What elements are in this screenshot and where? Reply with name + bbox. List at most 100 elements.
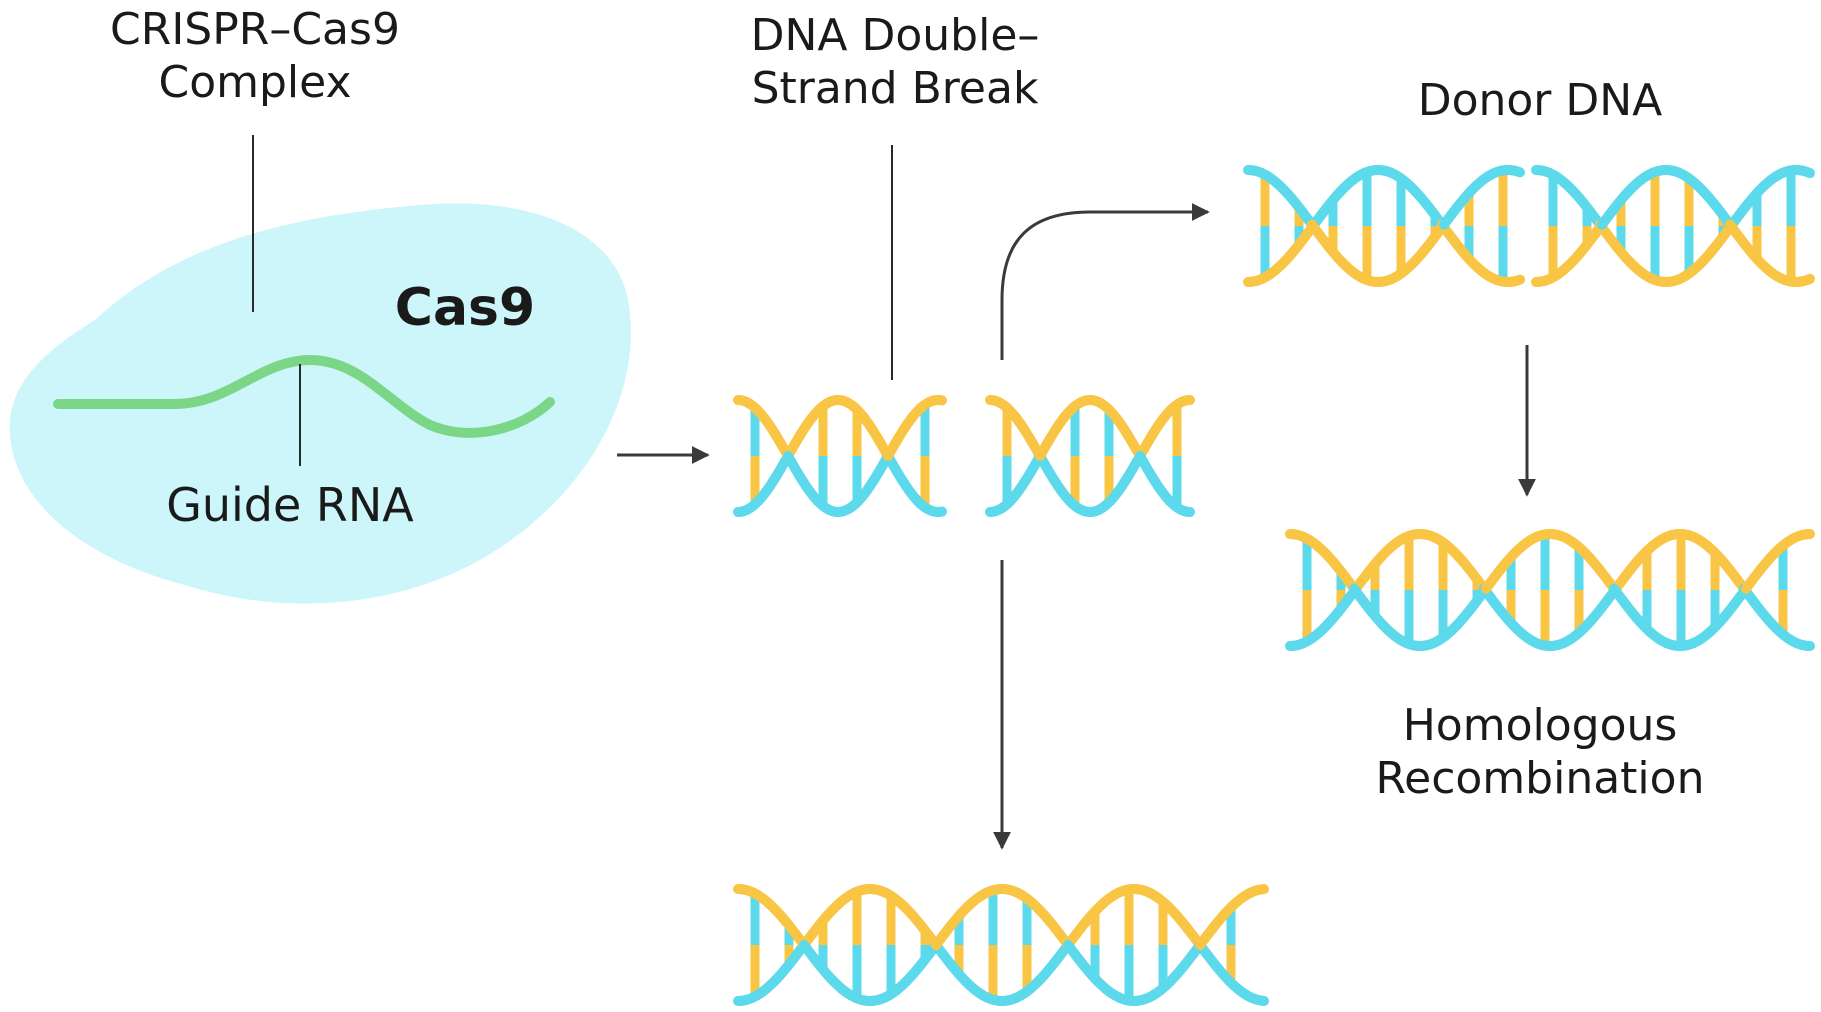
base-pair-rung bbox=[1302, 538, 1312, 590]
base-pair-rung bbox=[1650, 171, 1660, 226]
base-pair-rung bbox=[1582, 226, 1592, 245]
base-pair-rung bbox=[1506, 590, 1516, 623]
base-pair-rung bbox=[1574, 590, 1584, 633]
base-pair-rung bbox=[954, 945, 964, 975]
base-pair-rung bbox=[1022, 945, 1032, 992]
base-pair-rung bbox=[1336, 571, 1346, 590]
base-pair-rung bbox=[1540, 590, 1550, 646]
base-pair-rung bbox=[1362, 171, 1372, 226]
hr-label-line1: Homologous bbox=[1402, 700, 1678, 751]
base-pair-rung bbox=[1616, 199, 1626, 226]
base-pair-rung bbox=[1002, 456, 1012, 505]
base-pair-rung bbox=[1260, 174, 1270, 226]
base-pair-rung bbox=[1260, 226, 1270, 278]
base-pair-rung bbox=[1090, 911, 1100, 945]
base-pair-rung bbox=[818, 456, 828, 506]
base-pair-rung bbox=[1124, 945, 1134, 1001]
break-label-line2: Strand Break bbox=[751, 62, 1039, 114]
base-pair-rung bbox=[1464, 226, 1474, 259]
base-pair-rung bbox=[1404, 535, 1414, 590]
base-pair-rung bbox=[1498, 226, 1508, 282]
base-pair-rung bbox=[1676, 590, 1686, 646]
base-pair-rung bbox=[920, 404, 930, 456]
break-label-line1: DNA Double– bbox=[750, 10, 1040, 61]
base-pair-rung bbox=[1752, 226, 1762, 259]
base-pair-rung bbox=[1226, 945, 1236, 983]
base-pair-rung bbox=[1438, 542, 1448, 590]
dna-helix-broken-left bbox=[733, 395, 947, 517]
homologous-recombination-label: Homologous Recombination bbox=[1330, 700, 1750, 806]
base-pair-rung bbox=[1328, 226, 1338, 253]
base-pair-rung bbox=[1506, 557, 1516, 590]
base-pair-rung bbox=[818, 945, 828, 970]
base-pair-rung bbox=[852, 409, 862, 456]
base-pair-rung bbox=[750, 893, 760, 945]
cas9-label: Cas9 bbox=[394, 278, 536, 338]
base-pair-rung bbox=[1684, 226, 1694, 274]
base-pair-rung bbox=[1642, 590, 1652, 630]
base-pair-rung bbox=[1642, 550, 1652, 590]
base-pair-rung bbox=[1070, 456, 1080, 506]
base-pair-rung bbox=[1710, 590, 1720, 628]
base-pair-rung bbox=[1540, 534, 1550, 590]
base-pair-rung bbox=[1370, 563, 1380, 590]
dna-backbone-segment bbox=[1803, 167, 1815, 179]
base-pair-rung bbox=[1396, 178, 1406, 226]
base-pair-rung bbox=[1226, 907, 1236, 945]
base-pair-rung bbox=[886, 895, 896, 945]
base-pair-rung bbox=[1002, 407, 1012, 456]
base-pair-rung bbox=[852, 891, 862, 945]
base-pair-rung bbox=[750, 456, 760, 505]
complex-label-line1: CRISPR–Cas9 bbox=[110, 4, 400, 55]
base-pair-rung bbox=[1070, 406, 1080, 456]
base-pair-rung bbox=[1574, 547, 1584, 590]
base-pair-rung bbox=[1302, 590, 1312, 642]
base-pair-rung bbox=[954, 915, 964, 945]
complex-label-line2: Complex bbox=[158, 56, 352, 108]
base-pair-rung bbox=[988, 890, 998, 945]
base-pair-rung bbox=[920, 456, 930, 508]
base-pair-rung bbox=[1404, 590, 1414, 645]
base-pair-rung bbox=[1786, 226, 1796, 282]
base-pair-rung bbox=[1158, 901, 1168, 945]
base-pair-rung bbox=[750, 407, 760, 456]
base-pair-rung bbox=[784, 945, 794, 965]
base-pair-rung bbox=[852, 945, 862, 999]
base-pair-rung bbox=[1710, 552, 1720, 590]
base-pair-rung bbox=[1104, 409, 1114, 456]
base-pair-rung bbox=[1172, 404, 1182, 456]
base-pair-rung bbox=[1464, 193, 1474, 226]
base-pair-rung bbox=[1548, 226, 1558, 278]
base-pair-rung bbox=[1438, 590, 1448, 638]
base-pair-rung bbox=[1090, 945, 1100, 979]
double-strand-break-label: DNA Double– Strand Break bbox=[695, 10, 1095, 116]
base-pair-rung bbox=[1158, 945, 1168, 989]
base-pair-rung bbox=[1294, 226, 1304, 245]
base-pair-rung bbox=[1778, 545, 1788, 590]
base-pair-rung bbox=[1752, 193, 1762, 226]
arrow-to-donor bbox=[1000, 203, 1210, 360]
base-pair-rung bbox=[1786, 170, 1796, 226]
base-pair-rung bbox=[750, 945, 760, 997]
base-pair-rung bbox=[988, 945, 998, 1000]
base-pair-rung bbox=[1778, 590, 1788, 635]
recombined-dna-helix bbox=[1285, 529, 1815, 651]
base-pair-rung bbox=[1676, 534, 1686, 590]
dna-backbone-segment bbox=[1513, 166, 1525, 178]
base-pair-rung bbox=[1022, 898, 1032, 945]
base-pair-rung bbox=[1104, 456, 1114, 503]
crispr-cas9-complex-label: CRISPR–Cas9 Complex bbox=[60, 4, 450, 110]
base-pair-rung bbox=[1650, 226, 1660, 281]
dna-helix-broken-right bbox=[985, 395, 1195, 517]
base-pair-rung bbox=[1370, 590, 1380, 617]
base-pair-rung bbox=[818, 406, 828, 456]
base-pair-rung bbox=[1362, 226, 1372, 281]
donor-dna-helix-left bbox=[1243, 165, 1525, 287]
cas9-complex-blob bbox=[9, 203, 631, 604]
base-pair-rung bbox=[1294, 207, 1304, 226]
guide-rna-label: Guide RNA bbox=[166, 478, 414, 532]
base-pair-rung bbox=[1124, 889, 1134, 945]
base-pair-rung bbox=[1684, 178, 1694, 226]
base-pair-rung bbox=[818, 920, 828, 945]
